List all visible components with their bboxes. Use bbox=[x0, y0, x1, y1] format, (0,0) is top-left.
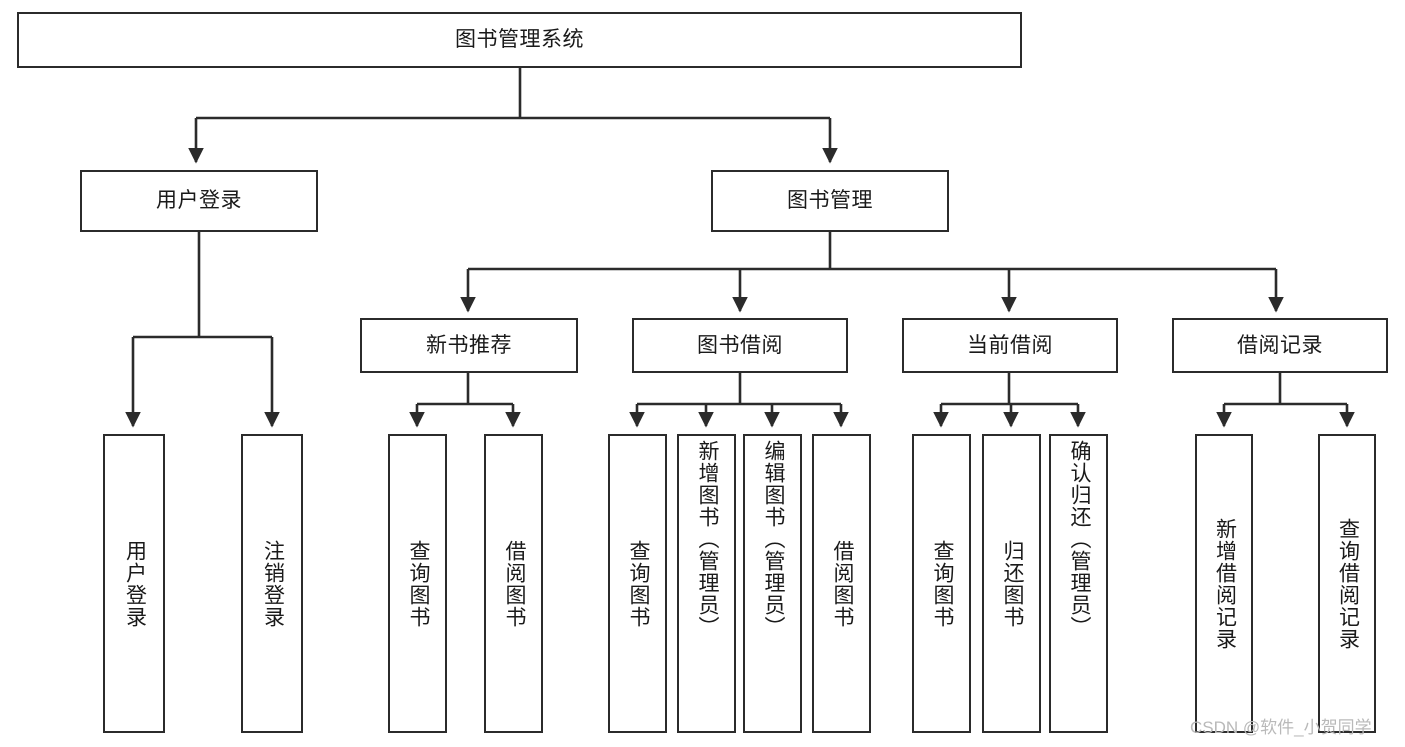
node-new-book-recommend-label: 新书推荐 bbox=[426, 333, 512, 357]
node-leaf-confirm-return[interactable]: 确认归还（管理员） bbox=[1049, 434, 1108, 733]
watermark-text: CSDN @软件_小贺同学 bbox=[1190, 718, 1372, 737]
node-leaf-edit-book[interactable]: 编辑图书（管理员） bbox=[743, 434, 802, 733]
node-borrow-record-label: 借阅记录 bbox=[1237, 333, 1323, 357]
node-leaf-user-logout-label: 注销登录 bbox=[261, 539, 285, 628]
node-leaf-query-book-2-label: 查询图书 bbox=[626, 539, 650, 628]
node-new-book-recommend[interactable]: 新书推荐 bbox=[360, 318, 578, 373]
node-leaf-add-book-label: 新增图书（管理员） bbox=[695, 440, 719, 638]
node-leaf-borrow-book-2[interactable]: 借阅图书 bbox=[812, 434, 871, 733]
node-leaf-query-record[interactable]: 查询借阅记录 bbox=[1318, 434, 1376, 733]
node-root-label: 图书管理系统 bbox=[455, 28, 584, 52]
node-leaf-add-book[interactable]: 新增图书（管理员） bbox=[677, 434, 736, 733]
node-book-borrow[interactable]: 图书借阅 bbox=[632, 318, 848, 373]
node-borrow-record[interactable]: 借阅记录 bbox=[1172, 318, 1388, 373]
node-leaf-query-book-1[interactable]: 查询图书 bbox=[388, 434, 447, 733]
node-leaf-borrow-book-2-label: 借阅图书 bbox=[830, 539, 854, 628]
node-leaf-borrow-book-1[interactable]: 借阅图书 bbox=[484, 434, 543, 733]
node-leaf-query-book-1-label: 查询图书 bbox=[406, 539, 430, 628]
node-leaf-user-login[interactable]: 用户登录 bbox=[103, 434, 165, 733]
node-leaf-user-login-label: 用户登录 bbox=[123, 539, 147, 628]
node-current-borrow[interactable]: 当前借阅 bbox=[902, 318, 1118, 373]
node-leaf-user-logout[interactable]: 注销登录 bbox=[241, 434, 303, 733]
node-book-management-label: 图书管理 bbox=[787, 189, 873, 213]
node-user-login[interactable]: 用户登录 bbox=[80, 170, 318, 232]
node-leaf-return-book[interactable]: 归还图书 bbox=[982, 434, 1041, 733]
node-leaf-add-record[interactable]: 新增借阅记录 bbox=[1195, 434, 1253, 733]
node-leaf-query-book-3-label: 查询图书 bbox=[930, 539, 954, 628]
node-leaf-query-record-label: 查询借阅记录 bbox=[1336, 517, 1360, 650]
node-leaf-add-record-label: 新增借阅记录 bbox=[1213, 517, 1237, 650]
node-leaf-query-book-3[interactable]: 查询图书 bbox=[912, 434, 971, 733]
node-current-borrow-label: 当前借阅 bbox=[967, 333, 1053, 357]
node-leaf-return-book-label: 归还图书 bbox=[1000, 539, 1024, 628]
node-leaf-edit-book-label: 编辑图书（管理员） bbox=[761, 440, 785, 638]
node-book-borrow-label: 图书借阅 bbox=[697, 333, 783, 357]
node-leaf-borrow-book-1-label: 借阅图书 bbox=[502, 539, 526, 628]
node-user-login-label: 用户登录 bbox=[156, 189, 242, 213]
node-book-management[interactable]: 图书管理 bbox=[711, 170, 949, 232]
node-leaf-query-book-2[interactable]: 查询图书 bbox=[608, 434, 667, 733]
node-leaf-confirm-return-label: 确认归还（管理员） bbox=[1067, 440, 1091, 638]
node-root[interactable]: 图书管理系统 bbox=[17, 12, 1022, 68]
